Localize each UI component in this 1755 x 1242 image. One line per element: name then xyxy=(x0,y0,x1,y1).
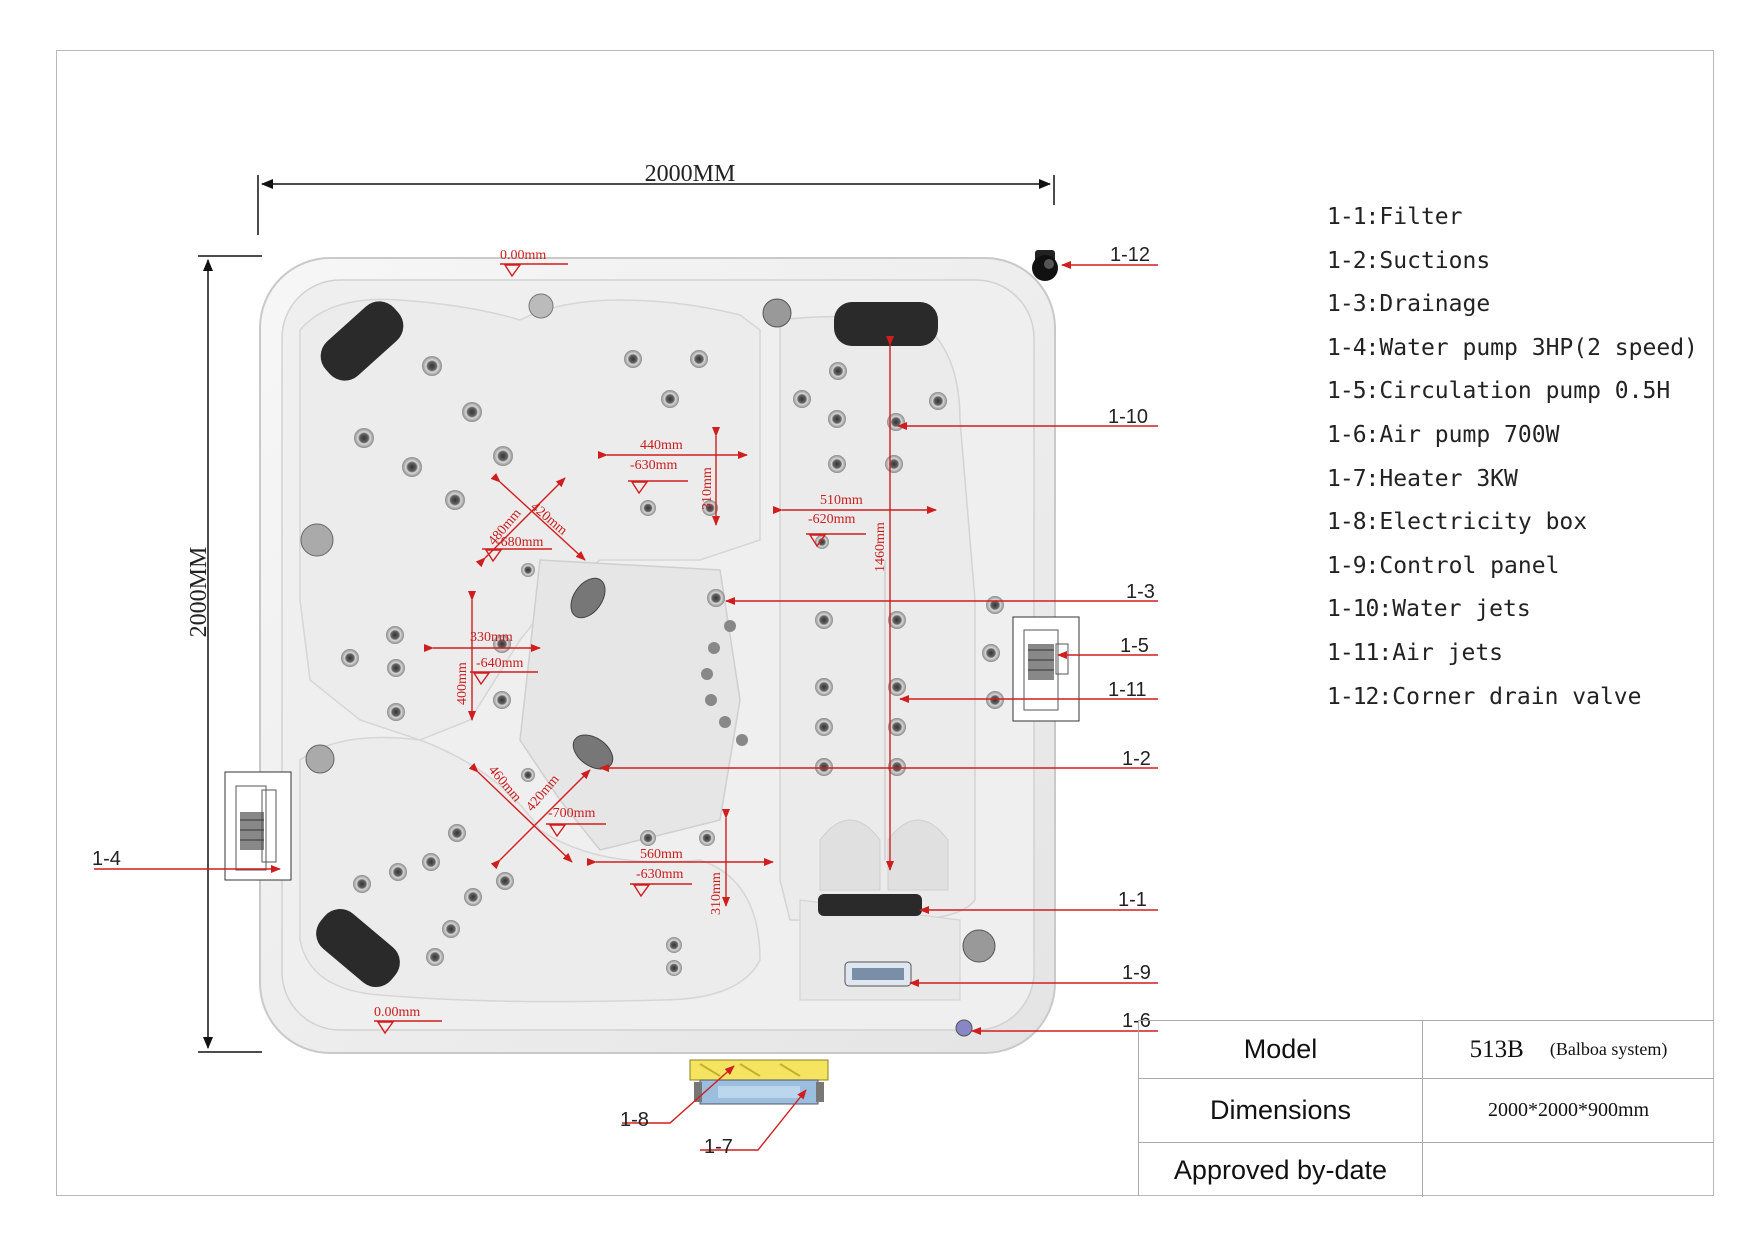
legend-item: 1-6:Air pump 700W xyxy=(1327,421,1560,448)
legend-item: 1-11:Air jets xyxy=(1327,639,1504,666)
callout-1-9: 1-9 xyxy=(1122,962,1151,984)
suctions xyxy=(570,577,614,770)
headrest-bottom-left xyxy=(316,908,400,988)
spec-table: Model 513B (Balboa system) Dimensions 20… xyxy=(1138,1020,1714,1197)
measure-lounger-len: 1460mm xyxy=(873,522,888,572)
measure-seat-top-h: 310mm xyxy=(700,467,715,510)
legend-item: 1-9:Control panel xyxy=(1327,552,1560,579)
legend-item: 1-8:Electricity box xyxy=(1327,509,1588,536)
callout-leaders xyxy=(94,261,1158,1151)
circulation-pump-icon xyxy=(1012,616,1080,722)
water-pump-icon xyxy=(224,771,292,881)
height-dimension: 2000MM xyxy=(186,255,262,1053)
model-note: (Balboa system) xyxy=(1549,1039,1668,1059)
measure-lounger-depth: -620mm xyxy=(808,512,856,527)
measure-lounger-w: 510mm xyxy=(820,493,863,508)
measure-top-edge: 0.00mm xyxy=(500,248,546,263)
width-dimension: 2000MM xyxy=(257,161,1055,235)
measure-seat-bot-h: 310mm xyxy=(709,872,724,915)
electricity-box-icon xyxy=(689,1059,829,1081)
component-legend: 1-1:Filter 1-2:Suctions 1-3:Drainage 1-4… xyxy=(1327,196,1698,719)
dimensions-value: 2000*2000*900mm xyxy=(1487,1099,1650,1121)
legend-item: 1-1:Filter xyxy=(1327,204,1463,230)
height-label: 2000MM xyxy=(186,547,212,638)
callout-1-5: 1-5 xyxy=(1120,635,1149,657)
measure-seat-tl-depth: -680mm xyxy=(496,535,544,550)
air-pump-icon xyxy=(955,1019,973,1037)
callout-1-2: 1-2 xyxy=(1122,748,1151,770)
filter-icon xyxy=(818,894,922,916)
approved-label: Approved by-date xyxy=(1139,1143,1423,1197)
headrest-top-left xyxy=(320,301,404,381)
model-label: Model xyxy=(1139,1021,1423,1078)
callout-1-7: 1-7 xyxy=(704,1136,733,1158)
measurement-arrows xyxy=(374,263,937,1035)
callout-1-1: 1-1 xyxy=(1118,889,1147,911)
model-value: 513B xyxy=(1469,1035,1524,1063)
callout-1-10: 1-10 xyxy=(1108,406,1148,428)
drawing-sheet-border xyxy=(56,50,1714,1196)
measure-seat-left-depth: -640mm xyxy=(476,656,524,671)
measure-bottom-edge: 0.00mm xyxy=(374,1005,420,1020)
measure-seat-top-w: 440mm xyxy=(640,438,683,453)
legend-item: 1-7:Heater 3KW xyxy=(1327,465,1518,492)
callout-1-11: 1-11 xyxy=(1108,679,1147,701)
legend-item: 1-2:Suctions xyxy=(1327,247,1491,274)
callout-1-3: 1-3 xyxy=(1126,581,1155,603)
measure-seat-top-depth: -630mm xyxy=(630,458,678,473)
spec-row-dimensions: Dimensions 2000*2000*900mm xyxy=(1139,1079,1714,1143)
control-panel-display xyxy=(852,968,904,980)
spec-row-model: Model 513B (Balboa system) xyxy=(1139,1021,1714,1079)
corner-drain-valve-icon xyxy=(1032,250,1058,281)
spec-row-approved: Approved by-date xyxy=(1139,1143,1714,1197)
measure-seat-left-w: 330mm xyxy=(470,630,513,645)
legend-item: 1-3:Drainage xyxy=(1327,291,1491,318)
callout-1-4: 1-4 xyxy=(92,848,121,870)
legend-item: 1-5:Circulation pump 0.5H xyxy=(1327,378,1671,405)
measure-seat-left-h: 400mm xyxy=(455,662,470,705)
legend-item: 1-4:Water pump 3HP(2 speed) xyxy=(1327,334,1698,361)
measure-seat-bot-w: 560mm xyxy=(640,847,683,862)
measure-seat-bl-depth: -700mm xyxy=(548,806,596,821)
callout-1-6: 1-6 xyxy=(1122,1010,1151,1032)
headrests xyxy=(316,301,938,988)
waterfall-icons xyxy=(300,293,996,963)
headrest-top-right xyxy=(834,302,938,346)
approved-value xyxy=(1423,1143,1714,1197)
spa-shell xyxy=(259,257,1056,1054)
dimensions-label: Dimensions xyxy=(1139,1079,1423,1142)
legend-item: 1-10:Water jets xyxy=(1327,596,1531,623)
legend-item: 1-12:Corner drain valve xyxy=(1327,683,1642,710)
measure-seat-bot-depth: -630mm xyxy=(636,867,684,882)
air-jets xyxy=(701,620,748,746)
callout-1-12: 1-12 xyxy=(1110,244,1150,266)
callout-1-8: 1-8 xyxy=(620,1109,649,1131)
model-value-cell: 513B (Balboa system) xyxy=(1423,1021,1714,1078)
width-label: 2000MM xyxy=(645,161,736,187)
drain-icon xyxy=(707,589,725,607)
